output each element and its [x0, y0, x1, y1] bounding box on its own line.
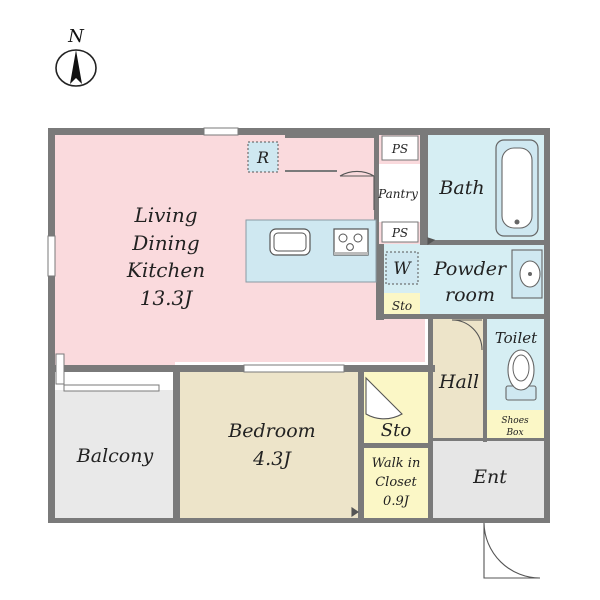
room-storage-small	[384, 293, 420, 315]
bath-label: Bath	[438, 177, 484, 199]
walkin-label-1: Walk in	[372, 456, 421, 471]
compass-north-label: N	[67, 26, 85, 47]
shoes-box-label-1: Shoes	[501, 416, 529, 426]
ldk-label-dining: Dining	[131, 231, 199, 255]
entrance-label: Ent	[472, 466, 507, 488]
washer-box	[385, 251, 419, 285]
doors	[339, 170, 541, 579]
room-ldk	[55, 135, 425, 368]
compass-arrow-icon	[70, 50, 82, 84]
room-shoes-box	[486, 410, 544, 440]
room-ps-top	[381, 135, 419, 161]
room-balcony	[55, 390, 173, 518]
stove-icon	[333, 228, 369, 256]
compass: N	[55, 26, 97, 87]
storage-small-label: Sto	[392, 299, 412, 313]
room-hall	[432, 318, 484, 440]
bedroom-label: Bedroom	[227, 420, 315, 442]
walkin-size: 0.9J	[383, 494, 410, 509]
room-ps-mid	[381, 221, 419, 243]
room-pantry	[378, 164, 422, 222]
sink-icon	[269, 228, 311, 256]
room-walkin-closet	[364, 448, 428, 518]
storage-bedroom-label: Sto	[381, 420, 412, 441]
ldk-label-kitchen: Kitchen	[126, 258, 205, 282]
powder-label-2: room	[445, 284, 495, 306]
bedroom-size: 4.3J	[252, 448, 292, 470]
balcony-label: Balcony	[76, 445, 154, 467]
ps-top-label: PS	[391, 142, 408, 156]
windows	[47, 127, 345, 392]
room-entrance	[432, 440, 544, 518]
refrigerator-box	[247, 141, 279, 173]
wash-basin-icon	[511, 249, 543, 299]
refrigerator-label: R	[256, 148, 269, 167]
ldk-label-living: Living	[133, 203, 197, 227]
walkin-label-2: Closet	[375, 475, 417, 490]
hall-label: Hall	[438, 371, 479, 393]
kitchen-counter	[245, 219, 377, 283]
ps-mid-label: PS	[391, 226, 408, 240]
bathtub-icon	[495, 139, 539, 237]
powder-label-1: Powder	[433, 258, 508, 280]
toilet-icon	[505, 349, 537, 401]
ldk-size: 13.3J	[140, 286, 194, 310]
toilet-label: Toilet	[495, 329, 538, 347]
shoes-box-label-2: Box	[505, 428, 523, 438]
pantry-label: Pantry	[377, 187, 418, 201]
room-bedroom	[180, 372, 362, 518]
washer-label: W	[393, 259, 412, 279]
